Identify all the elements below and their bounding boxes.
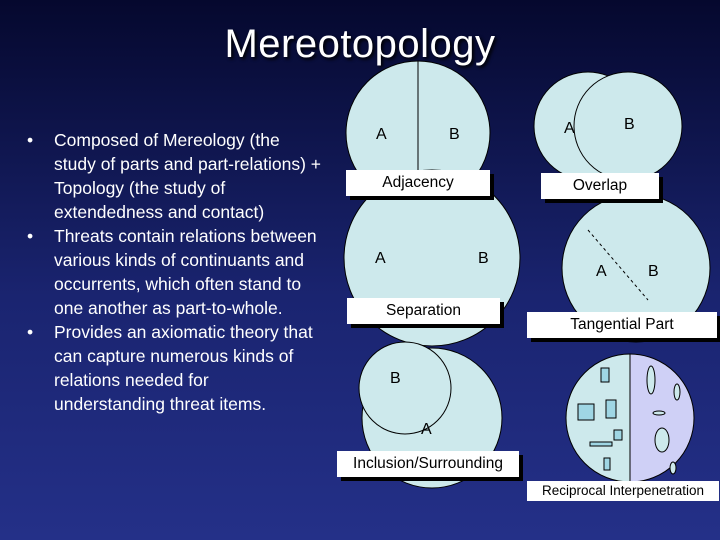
overlap-label: Overlap bbox=[541, 173, 659, 199]
overlap-letter-b: B bbox=[624, 116, 635, 133]
reciprocal-diagram bbox=[565, 353, 695, 483]
overlap-diagram bbox=[533, 71, 683, 181]
reciprocal-ellipse bbox=[652, 410, 666, 416]
inclusion-letter-b: B bbox=[390, 370, 401, 387]
reciprocal-shape bbox=[589, 441, 613, 447]
reciprocal-shape bbox=[603, 457, 611, 471]
slide-title: Mereotopology bbox=[224, 22, 496, 66]
bullet-item: Composed of Mereology (the study of part… bbox=[22, 128, 322, 224]
reciprocal-label: Reciprocal Interpenetration bbox=[527, 481, 719, 501]
reciprocal-ellipse bbox=[646, 365, 656, 395]
overlap-letter-a: A bbox=[564, 120, 575, 137]
reciprocal-ellipse bbox=[669, 461, 677, 475]
adjacency-label: Adjacency bbox=[346, 170, 490, 196]
adjacency-letter-b: B bbox=[449, 126, 460, 143]
inclusion-inner-circle bbox=[358, 341, 452, 435]
bullet-list: Composed of Mereology (the study of part… bbox=[22, 128, 322, 416]
adjacency-letter-a: A bbox=[376, 126, 387, 143]
inclusion-label: Inclusion/Surrounding bbox=[337, 451, 519, 477]
reciprocal-shape bbox=[577, 403, 595, 421]
reciprocal-ellipse bbox=[654, 427, 670, 453]
bullet-item: Threats contain relations between variou… bbox=[22, 224, 322, 320]
reciprocal-right-half bbox=[630, 354, 694, 482]
inclusion-letter-a: A bbox=[421, 421, 432, 438]
reciprocal-shape bbox=[613, 429, 623, 441]
reciprocal-shape bbox=[605, 399, 617, 419]
reciprocal-shape bbox=[600, 367, 610, 383]
tangential-part-label: Tangential Part bbox=[527, 312, 717, 338]
bullet-item: Provides an axiomatic theory that can ca… bbox=[22, 320, 322, 416]
reciprocal-ellipse bbox=[673, 383, 681, 401]
separation-label: Separation bbox=[347, 298, 500, 324]
tangential-letter-b: B bbox=[648, 263, 659, 280]
tangential-letter-a: A bbox=[596, 263, 607, 280]
separation-letter-a: A bbox=[375, 250, 386, 267]
separation-letter-b: B bbox=[478, 250, 489, 267]
